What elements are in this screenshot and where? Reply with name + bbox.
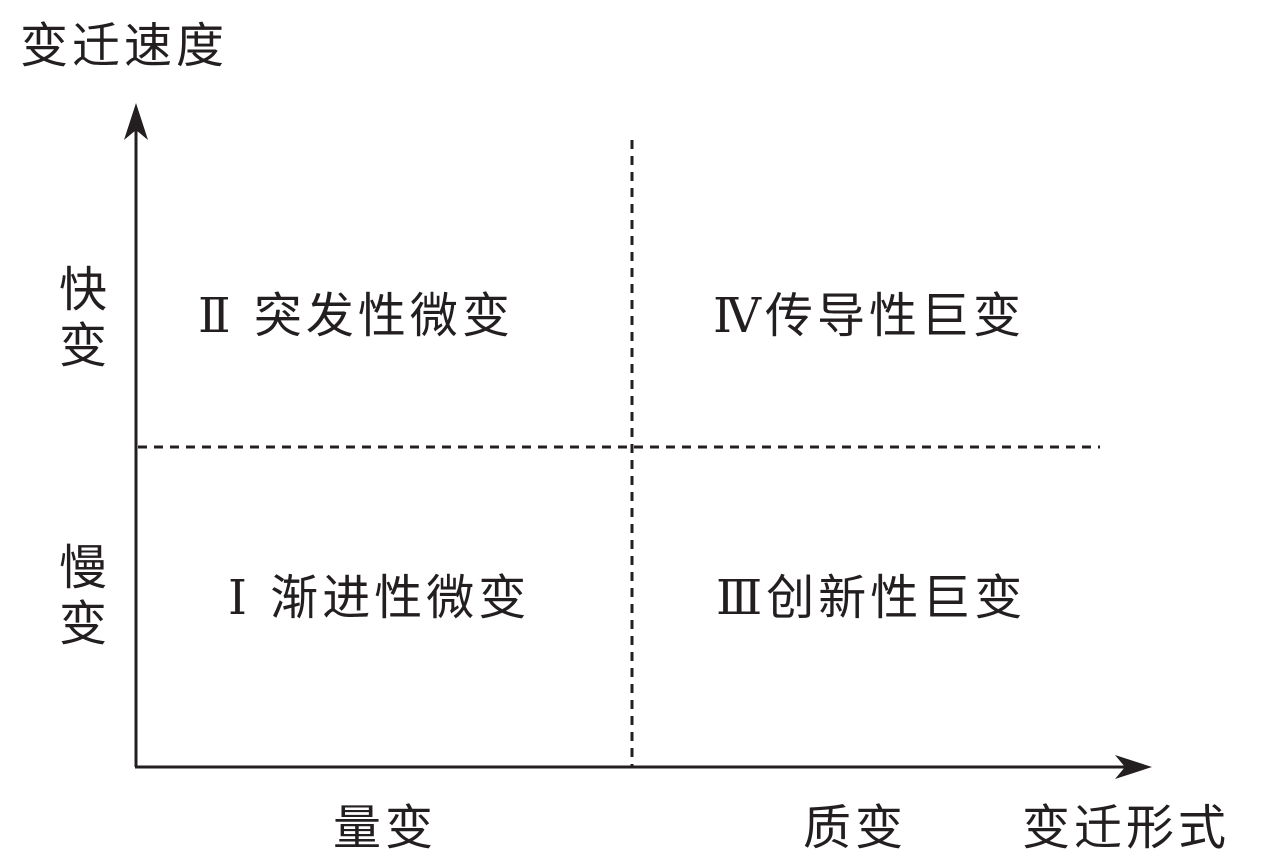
x-axis-arrow bbox=[1115, 755, 1152, 779]
x-axis-title: 变迁形式 bbox=[1022, 800, 1231, 856]
y-axis-arrow bbox=[124, 103, 148, 140]
quadrant-3-label: Ⅲ创新性巨变 bbox=[716, 570, 1027, 626]
x-label-qualitative: 质变 bbox=[803, 800, 908, 856]
y-label-fast: 快变 bbox=[58, 262, 107, 374]
x-label-quantitative: 量变 bbox=[333, 800, 438, 856]
quadrant-2-label: Ⅱ 突发性微变 bbox=[198, 288, 514, 344]
quadrant-1-label: Ⅰ 渐进性微变 bbox=[228, 570, 531, 626]
y-axis-title: 变迁速度 bbox=[20, 18, 229, 74]
quadrant-4-label: Ⅳ传导性巨变 bbox=[713, 288, 1025, 344]
y-label-slow: 慢变 bbox=[58, 540, 107, 652]
